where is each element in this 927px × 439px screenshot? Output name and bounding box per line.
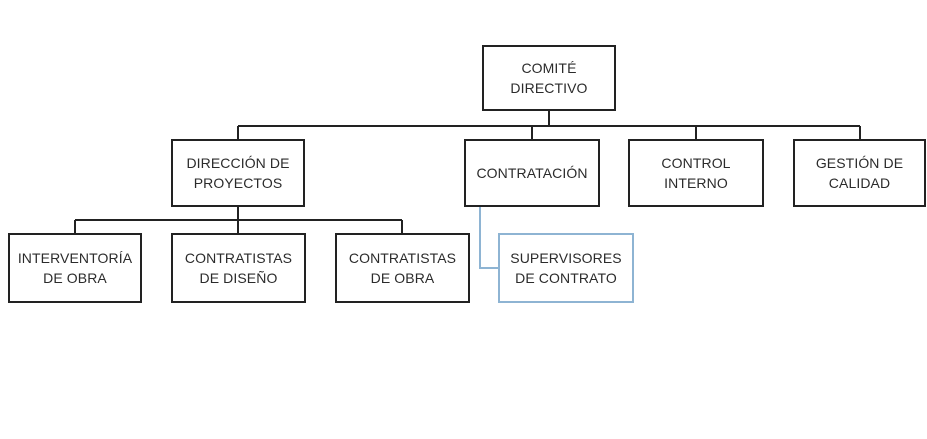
node-label-supervisores-de-contrato: SUPERVISORES DE CONTRATO (510, 250, 622, 286)
node-direccion-de-proyectos: DIRECCIÓN DE PROYECTOS (171, 139, 305, 207)
node-comite-directivo: COMITÉ DIRECTIVO (482, 45, 616, 111)
node-label-direccion-de-proyectos: DIRECCIÓN DE PROYECTOS (186, 155, 290, 191)
connector-contratacion-supervisores (479, 207, 498, 269)
node-label-gestion-de-calidad: GESTIÓN DE CALIDAD (815, 155, 904, 191)
node-supervisores-de-contrato: SUPERVISORES DE CONTRATO (498, 233, 634, 303)
node-contratacion: CONTRATACIÓN (464, 139, 600, 207)
node-label-comite-directivo: COMITÉ DIRECTIVO (510, 60, 588, 96)
node-label-contratacion: CONTRATACIÓN (476, 165, 588, 181)
node-label-interventoria-de-obra: INTERVENTORÍA DE OBRA (17, 250, 133, 286)
node-contratistas-de-obra: CONTRATISTAS DE OBRA (335, 233, 470, 303)
node-label-contratistas-de-diseno: CONTRATISTAS DE DISEÑO (184, 250, 293, 286)
node-interventoria-de-obra: INTERVENTORÍA DE OBRA (8, 233, 142, 303)
node-label-contratistas-de-obra: CONTRATISTAS DE OBRA (348, 250, 457, 286)
node-label-control-interno: CONTROL INTERNO (661, 155, 731, 191)
node-control-interno: CONTROL INTERNO (628, 139, 764, 207)
node-gestion-de-calidad: GESTIÓN DE CALIDAD (793, 139, 926, 207)
node-contratistas-de-diseno: CONTRATISTAS DE DISEÑO (171, 233, 306, 303)
